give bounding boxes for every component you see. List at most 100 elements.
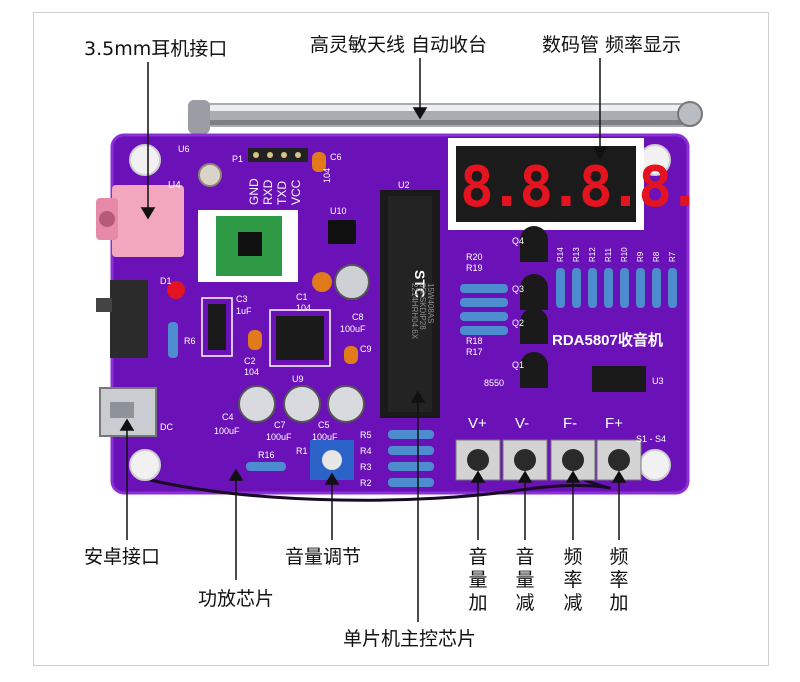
label-d1: D1 — [160, 276, 172, 286]
mounting-holes — [129, 144, 671, 481]
label-c8: C8 — [352, 312, 364, 322]
label-c4-value: 100uF — [214, 426, 240, 436]
mcu-chip — [380, 190, 440, 418]
callout-freq-up: 频率加 — [609, 546, 629, 614]
label-8550: 8550 — [484, 378, 504, 388]
label-p1: P1 — [232, 154, 243, 164]
label-q3: Q3 — [512, 284, 524, 294]
callout-lines — [119, 58, 627, 622]
resistor-r16 — [246, 462, 286, 471]
label-c3: C3 — [236, 294, 248, 304]
callout-earphone-jack: 3.5mm耳机接口 — [84, 38, 228, 60]
capacitor-c6 — [312, 152, 326, 172]
button-label-vminus: V- — [515, 415, 529, 432]
button-label-vplus: V+ — [468, 415, 487, 432]
push-buttons — [455, 439, 642, 481]
label-r10: R10 — [620, 247, 629, 262]
resistors-r7-r14 — [556, 268, 677, 308]
label-c1: C1 — [296, 292, 308, 302]
label-r7: R7 — [668, 251, 677, 262]
label-r8: R8 — [652, 251, 661, 262]
label-r6: R6 — [184, 336, 196, 346]
label-r3: R3 — [360, 462, 372, 472]
mcu-brand: STC — [412, 270, 428, 298]
brass-standoff — [198, 163, 222, 187]
label-c5: C5 — [318, 420, 330, 430]
label-r19: R19 — [466, 263, 483, 273]
earphone-jack — [96, 185, 184, 257]
electrolytic-capacitors — [238, 385, 365, 423]
mcu-marking-2: 35I-SKDIP28 — [418, 283, 427, 330]
callout-android-port: 安卓接口 — [84, 546, 161, 568]
label-c2: C2 — [244, 356, 256, 366]
rda5807-module — [198, 210, 298, 282]
label-c7: C7 — [274, 420, 286, 430]
label-c6: C6 — [330, 152, 342, 162]
label-c9: C9 — [360, 344, 372, 354]
callout-vol-down: 音量减 — [515, 546, 535, 614]
ic-u3 — [592, 366, 646, 392]
capacitor-c8 — [334, 264, 370, 300]
power-switch — [110, 280, 148, 358]
capacitor-c9 — [344, 346, 358, 364]
led-d1 — [167, 281, 185, 299]
label-r14: R14 — [556, 247, 565, 262]
label-c8-value: 100uF — [340, 324, 366, 334]
header-pin-txd: TXD — [275, 181, 289, 205]
label-r1: R1 — [296, 446, 308, 456]
seven-segment-display — [448, 138, 644, 230]
callout-display: 数码管 频率显示 — [542, 34, 682, 56]
label-dc: DC — [160, 422, 173, 432]
label-q2: Q2 — [512, 318, 524, 328]
label-c5-value: 100uF — [312, 432, 338, 442]
button-label-fplus: F+ — [605, 415, 623, 432]
callout-antenna: 高灵敏天线 自动收台 — [310, 34, 488, 56]
label-r17: R17 — [466, 347, 483, 357]
callout-vol-up: 音量加 — [468, 546, 488, 614]
button-label-fminus: F- — [563, 415, 577, 432]
capacitor-c1-outline — [201, 297, 233, 357]
label-q1: Q1 — [512, 360, 524, 370]
label-c6-value: 104 — [322, 168, 332, 183]
button-range-label: S1 - S4 — [636, 434, 666, 444]
label-r5: R5 — [360, 430, 372, 440]
mcu-marking-3: 2214HRH04.6X — [410, 283, 419, 340]
amp-chip-u9 — [269, 309, 331, 367]
mcu-marking-1: 15W408AS — [426, 283, 435, 323]
label-r2: R2 — [360, 478, 372, 488]
label-u9: U9 — [292, 374, 304, 384]
regulator-u10 — [328, 220, 356, 244]
header-pin-rxd: RXD — [261, 179, 275, 205]
callout-amp-chip: 功放芯片 — [198, 588, 275, 610]
wire — [149, 468, 611, 502]
label-r13: R13 — [572, 247, 581, 262]
display-digits: 8.8.8.8. — [460, 155, 698, 220]
label-u10: U10 — [330, 206, 347, 216]
radio-label: RDA5807收音机 — [552, 331, 663, 349]
callout-freq-down: 频率减 — [563, 546, 583, 614]
callout-mcu-chip: 单片机主控芯片 — [343, 628, 477, 650]
resistor-r6 — [168, 322, 178, 358]
label-c7-value: 100uF — [266, 432, 292, 442]
label-c3-value: 1uF — [236, 306, 252, 316]
antenna — [188, 100, 703, 134]
label-r9: R9 — [636, 251, 645, 262]
label-u6: U6 — [178, 144, 190, 154]
label-r12: R12 — [588, 247, 597, 262]
label-c4: C4 — [222, 412, 234, 422]
label-r18: R18 — [466, 336, 483, 346]
header-pin-gnd: GND — [247, 178, 261, 205]
serial-header — [248, 148, 308, 162]
label-c2-value: 104 — [244, 367, 259, 377]
label-c1-value: 104 — [296, 303, 311, 313]
image-frame — [33, 12, 769, 666]
label-u3: U3 — [652, 376, 664, 386]
transistors — [520, 226, 548, 388]
label-r11: R11 — [604, 247, 613, 262]
resistors-r17-r20 — [460, 284, 508, 335]
label-r20: R20 — [466, 252, 483, 262]
callout-volume-adjust: 音量调节 — [285, 546, 362, 568]
label-u4: U4 — [168, 180, 181, 191]
label-r16: R16 — [258, 450, 275, 460]
